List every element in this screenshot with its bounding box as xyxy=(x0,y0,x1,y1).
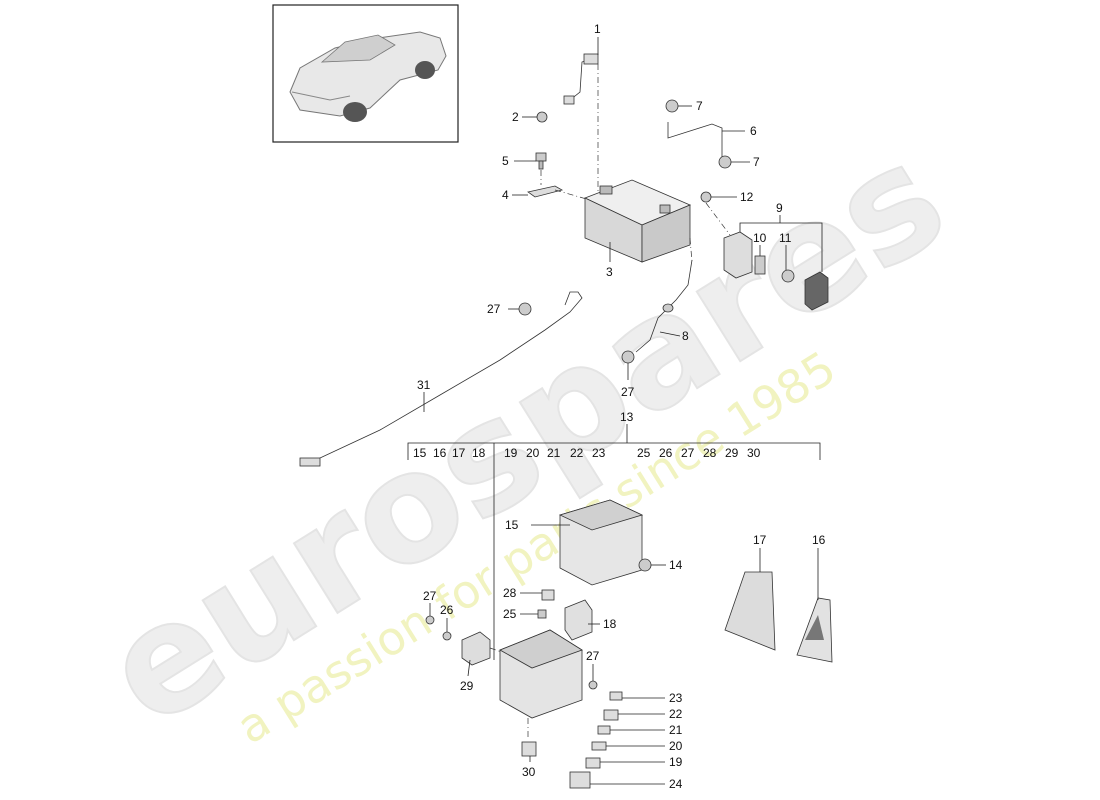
part-relay-28 xyxy=(541,589,555,601)
group13-item: 18 xyxy=(472,446,486,460)
part-fuse-30 xyxy=(521,741,537,757)
group13-item: 20 xyxy=(526,446,540,460)
callout-3: 3 xyxy=(606,265,613,279)
part-nut-26 xyxy=(442,631,452,641)
part-relay-carrier-18 xyxy=(564,599,593,641)
callout-25: 25 xyxy=(503,607,517,621)
callout-12: 12 xyxy=(740,190,754,204)
callout-27b: 27 xyxy=(621,385,635,399)
callout-7a: 7 xyxy=(696,99,703,113)
part-holder-4 xyxy=(527,185,591,201)
part-bracket-6 xyxy=(667,122,723,160)
part-battery-ground-cable xyxy=(563,53,599,195)
group13-item: 29 xyxy=(725,446,739,460)
callout-1: 1 xyxy=(594,22,601,36)
part-grommet-27a xyxy=(518,302,532,316)
vehicle-thumbnail xyxy=(272,4,459,143)
group13-item: 28 xyxy=(703,446,717,460)
part-holder-29 xyxy=(461,631,511,666)
part-nut-14 xyxy=(638,558,652,572)
car-icon xyxy=(289,31,447,122)
part-bolt-5 xyxy=(535,152,547,185)
part-grommet-27b xyxy=(621,350,635,364)
group13-item: 25 xyxy=(637,446,651,460)
callout-27c: 27 xyxy=(423,589,437,603)
group13-item: 27 xyxy=(681,446,695,460)
callout-17: 17 xyxy=(753,533,767,547)
part-fuse-25 xyxy=(537,609,547,619)
part-fuses-19-24 xyxy=(569,691,623,789)
callout-18: 18 xyxy=(603,617,617,631)
callout-31: 31 xyxy=(417,378,431,392)
callout-14: 14 xyxy=(669,558,683,572)
leader-lines xyxy=(407,37,823,785)
part-fuse-box-main xyxy=(499,629,583,740)
callout-8: 8 xyxy=(682,329,689,343)
callout-21: 21 xyxy=(669,723,683,737)
callout-13: 13 xyxy=(620,410,634,424)
callout-10: 10 xyxy=(753,231,767,245)
group13-item: 23 xyxy=(592,446,606,460)
part-nut-7b xyxy=(718,155,732,169)
callout-2: 2 xyxy=(512,110,519,124)
callout-11: 11 xyxy=(779,231,792,245)
callout-22: 22 xyxy=(669,707,683,721)
callout-26: 26 xyxy=(440,603,454,617)
callout-29: 29 xyxy=(460,679,474,693)
callout-labels: 1 2 3 4 5 6 7 7 8 9 10 11 12 27 27 31 13… xyxy=(417,22,826,791)
group13-item: 16 xyxy=(433,446,447,460)
group13-item: 30 xyxy=(747,446,761,460)
callout-6: 6 xyxy=(750,124,757,138)
group13-item: 19 xyxy=(504,446,518,460)
part-nut-7a xyxy=(665,99,679,113)
callout-5: 5 xyxy=(502,154,509,168)
group13-item: 17 xyxy=(452,446,466,460)
group13-item: 22 xyxy=(570,446,584,460)
part-nut-2 xyxy=(536,111,548,123)
callout-23: 23 xyxy=(669,691,683,705)
part-cover-17 xyxy=(724,571,776,651)
callout-24: 24 xyxy=(669,777,683,791)
group13-item: 15 xyxy=(413,446,427,460)
callout-19: 19 xyxy=(669,755,683,769)
group13-item: 26 xyxy=(659,446,673,460)
callout-30: 30 xyxy=(522,765,536,779)
callout-4: 4 xyxy=(502,188,509,202)
group13-item: 21 xyxy=(547,446,561,460)
callout-16: 16 xyxy=(812,533,826,547)
callout-27d: 27 xyxy=(586,649,600,663)
part-battery xyxy=(583,179,692,263)
callout-9: 9 xyxy=(776,201,783,215)
callout-20: 20 xyxy=(669,739,683,753)
part-control-unit-15 xyxy=(558,499,644,586)
part-cover-16 xyxy=(796,597,833,663)
group-13-sublist: 15 16 17 18 19 20 21 22 23 25 26 27 28 2… xyxy=(413,446,761,460)
part-cable-31 xyxy=(299,291,583,467)
callout-27a: 27 xyxy=(487,302,501,316)
part-grommet-27d xyxy=(588,680,598,690)
callout-15: 15 xyxy=(505,518,519,532)
callout-28: 28 xyxy=(503,586,517,600)
part-grommet-27c xyxy=(425,615,435,625)
callout-7b: 7 xyxy=(753,155,760,169)
part-positive-cable-8 xyxy=(635,237,693,353)
